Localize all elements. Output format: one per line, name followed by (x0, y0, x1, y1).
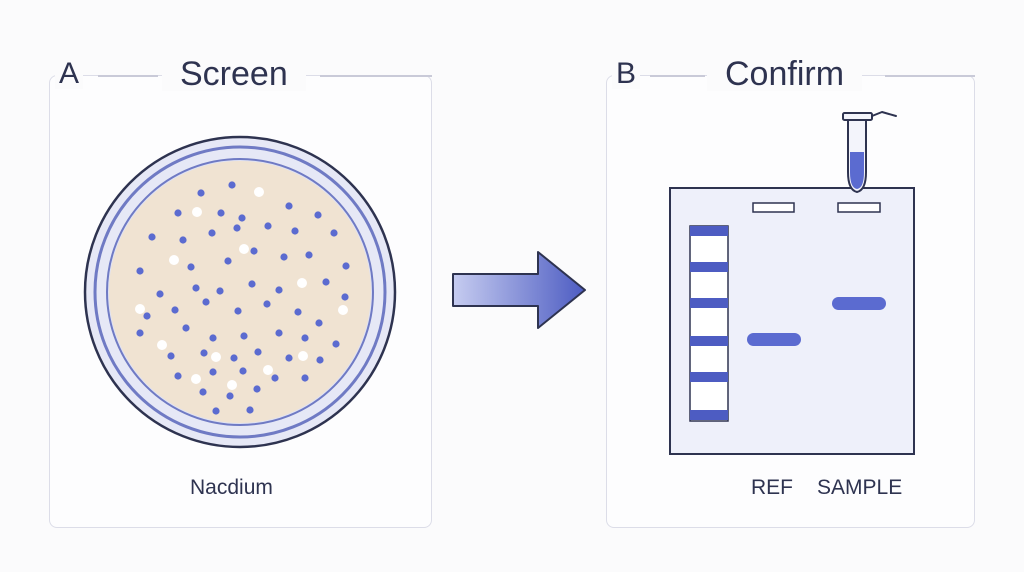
title-rule (98, 75, 158, 77)
ref-band (747, 333, 801, 346)
lane-label-sample: SAMPLE (817, 476, 903, 499)
sample-band (832, 297, 886, 310)
ladder (689, 225, 729, 422)
panel-b-title: Confirm (707, 57, 863, 91)
panel-a-title: Screen (162, 57, 306, 91)
panel-a-letter: A (55, 59, 84, 89)
panel-b-letter: B (612, 59, 641, 89)
title-rule (885, 75, 975, 77)
plate-label: Nacdium (190, 476, 273, 499)
title-rule (320, 75, 432, 77)
lane-label-ref: REF (751, 476, 793, 499)
title-rule (650, 75, 705, 77)
